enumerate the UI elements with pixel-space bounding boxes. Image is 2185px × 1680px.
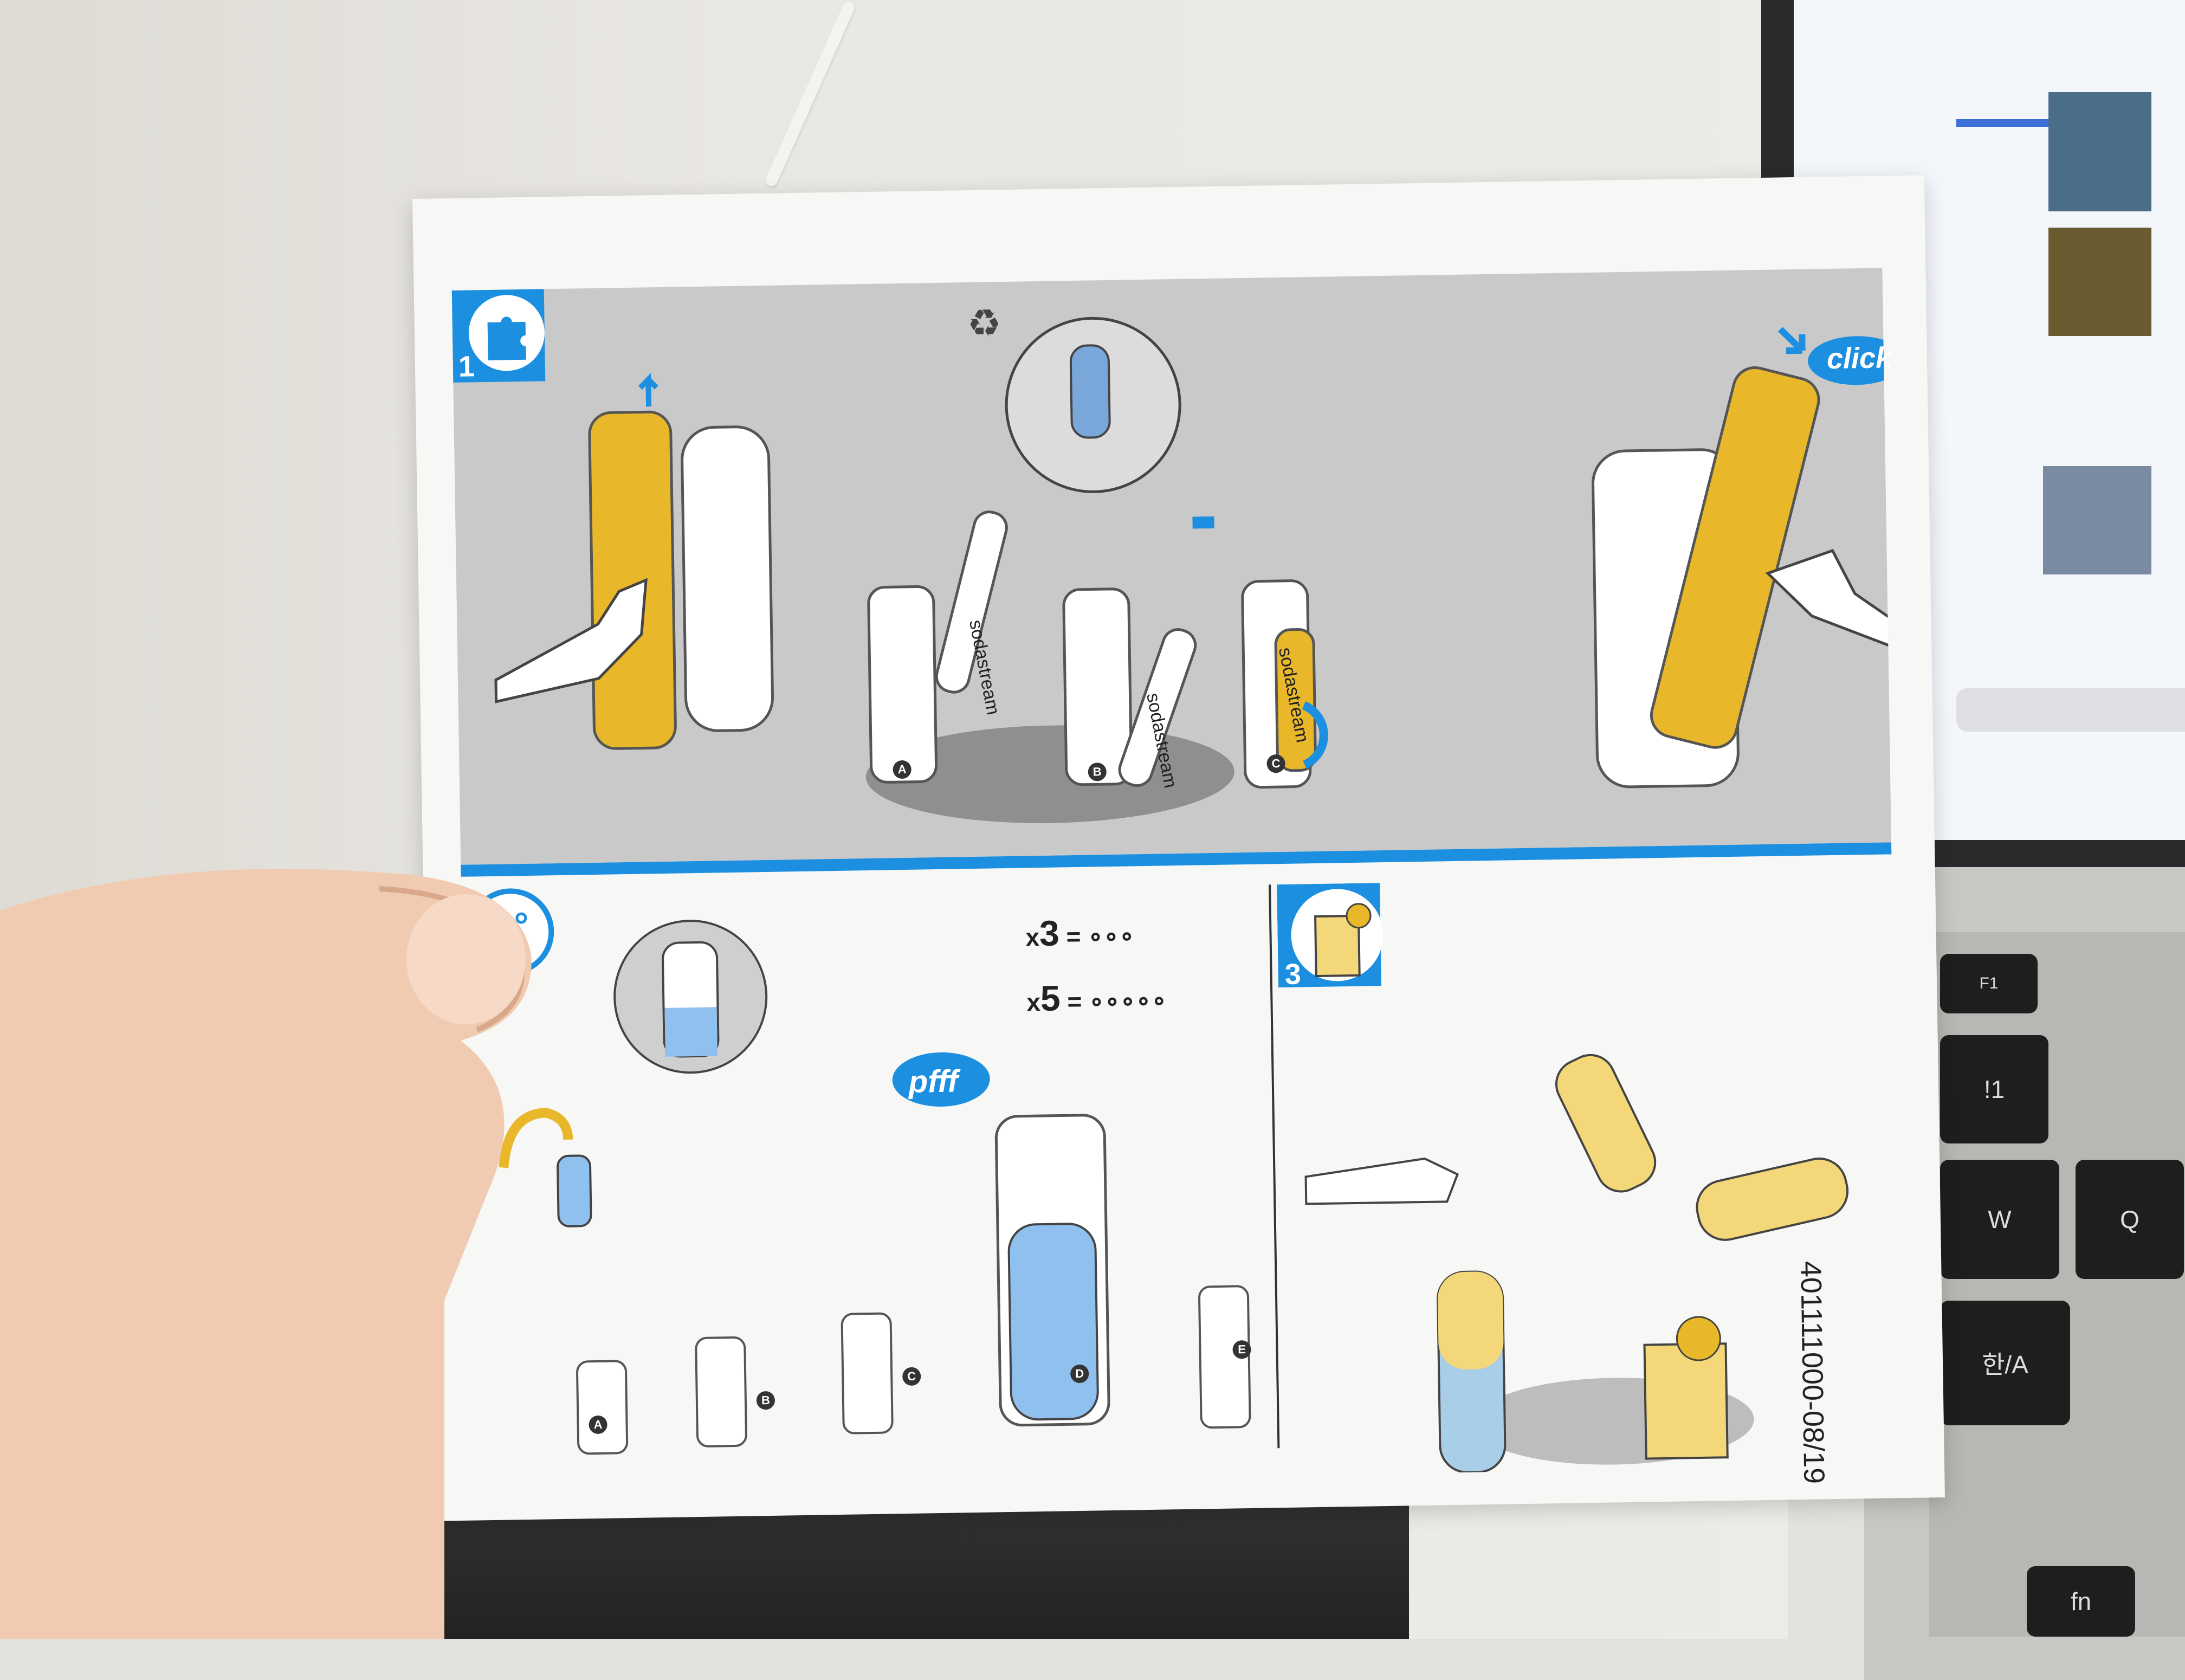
keyboard: F1 !1 W Q 한/A fn	[1929, 932, 2185, 1637]
step-number: 1	[458, 350, 475, 383]
equals-sign: =	[1066, 922, 1081, 951]
glass-icon	[1643, 1342, 1729, 1460]
pfff-cloud	[892, 1052, 990, 1107]
up-arrow-icon	[638, 373, 659, 407]
multiplier-five: x5 = ∘∘∘∘∘	[1026, 975, 1167, 1019]
step2-illustrations	[499, 920, 1251, 1455]
yellow-cover	[1650, 366, 1820, 749]
hand-icon	[1304, 1157, 1459, 1205]
news-thumbnail	[2048, 92, 2151, 211]
click-label: click	[1826, 341, 1892, 376]
water-fill	[664, 1007, 717, 1057]
pfff-label: pfff	[908, 1063, 959, 1100]
thumbnail-icon	[406, 894, 526, 1024]
multiplier-count: 5	[1040, 978, 1061, 1019]
rotate-arrow-icon	[1302, 701, 1328, 769]
lemon-slice-icon	[1676, 1316, 1721, 1361]
key-shift-label: !	[1983, 1075, 1991, 1103]
flavor-layer	[1438, 1271, 1504, 1369]
machine-step-b	[1062, 587, 1133, 786]
step-number: 3	[1284, 958, 1302, 991]
key-w: W	[1940, 1160, 2059, 1279]
co2-cylinder	[935, 511, 1008, 694]
multiplier-count: 3	[1039, 913, 1060, 954]
machine-step-a	[576, 1360, 629, 1455]
step1-badge: 1	[451, 289, 562, 399]
key-lang: 한/A	[1940, 1301, 2070, 1425]
product-code: 401111000-08/19	[1794, 1261, 1831, 1484]
click-burst	[1808, 336, 1906, 385]
key-q: Q	[2076, 1160, 2184, 1279]
news-thumbnail	[2043, 466, 2151, 574]
multiplier-x: x	[1025, 923, 1040, 952]
dock	[1956, 688, 2185, 732]
key-f1: F1	[1940, 954, 2038, 1013]
multiplier-x: x	[1026, 988, 1041, 1017]
key-label: 1	[1990, 1075, 2005, 1103]
bubbles-icon: ∘∘∘	[1087, 921, 1135, 951]
bottle-carbonating	[1007, 1223, 1099, 1421]
recycle-icon: ♻	[967, 301, 1001, 346]
shaken-bottle	[1555, 1054, 1657, 1193]
key-fn: fn	[2027, 1566, 2135, 1637]
news-headline-bar	[1956, 119, 2065, 127]
machine-step-a	[867, 585, 938, 784]
machine-step-b	[695, 1336, 747, 1448]
machine-step-e	[1198, 1285, 1251, 1429]
machine-body	[681, 425, 774, 732]
yellow-cover	[588, 410, 677, 750]
step3-illustrations	[1304, 1054, 1849, 1474]
glass-badge-icon	[1277, 883, 1384, 988]
step1-panel: ♻ 1 click sodastream sodastream sodastre…	[451, 268, 1906, 865]
machine-step-c	[841, 1312, 894, 1435]
co2-cylinder	[1118, 628, 1197, 787]
key-1: !1	[1940, 1035, 2048, 1143]
bubbles-icon: ∘∘∘∘∘	[1088, 986, 1167, 1016]
co2-cylinder-inserted	[1274, 628, 1317, 772]
step1-illustrations: ♻	[494, 301, 1906, 823]
holding-hand	[0, 869, 532, 1639]
bottle-under-faucet	[557, 1154, 592, 1227]
cylinder-detail	[1069, 344, 1111, 439]
hand-icon	[1765, 548, 1895, 649]
equals-sign: =	[1067, 987, 1082, 1016]
hand-skin	[0, 869, 532, 1639]
hand-icon	[494, 578, 648, 703]
faucet-icon	[499, 1108, 573, 1168]
step3-badge: 3	[1277, 883, 1387, 993]
news-thumbnail	[2048, 228, 2151, 336]
left-arrow-icon	[1192, 516, 1214, 529]
puzzle-badge-icon	[451, 289, 546, 383]
instruction-card: ♻ 1 click sodastream sodastream sodastre…	[412, 175, 1945, 1521]
pouring-bottle	[1696, 1157, 1849, 1241]
multiplier-three: x3 = ∘∘∘	[1025, 911, 1135, 954]
down-arrow-icon	[1777, 327, 1806, 354]
